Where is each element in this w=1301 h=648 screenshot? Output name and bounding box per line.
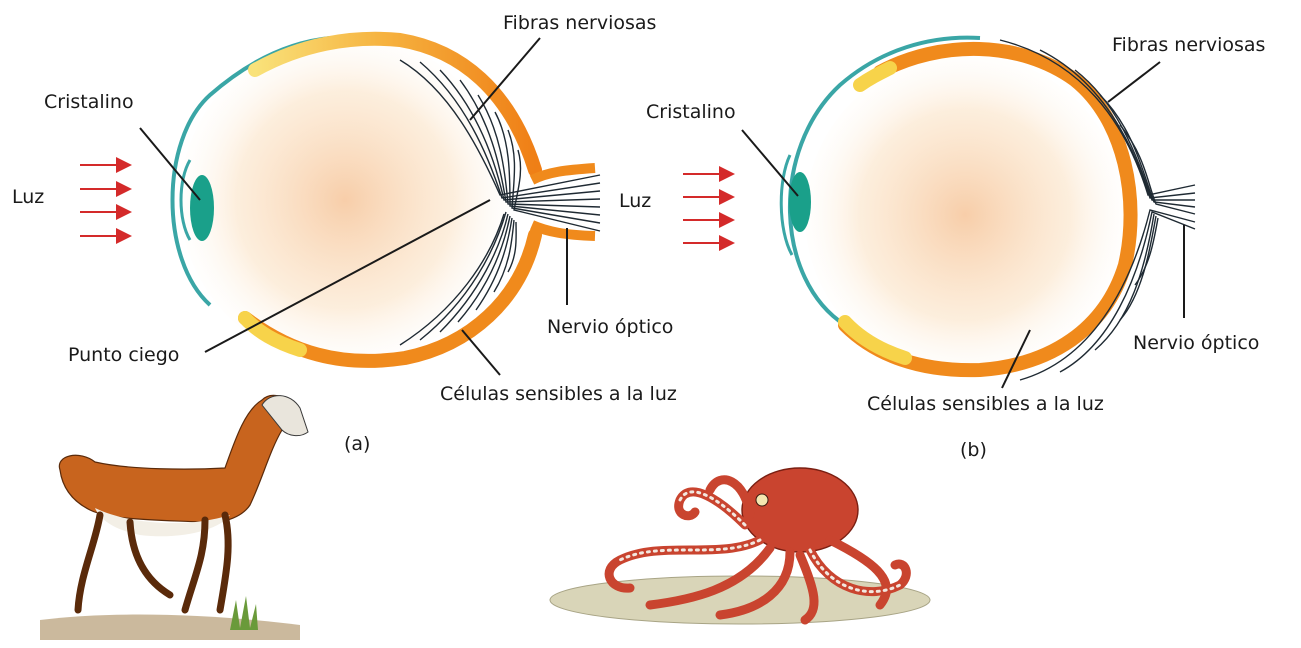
caption-b: (b)	[960, 441, 987, 460]
guanaco-body	[59, 395, 305, 522]
leader-b-lens	[742, 130, 798, 196]
label-a-light: Luz	[12, 188, 44, 207]
label-a-blind-spot: Punto ciego	[68, 346, 179, 365]
octopus-illustration	[550, 468, 930, 624]
label-a-optic-nerve: Nervio óptico	[547, 318, 673, 337]
eye-a-light-arrows	[80, 165, 128, 236]
label-b-lens: Cristalino	[646, 103, 736, 122]
leader-a-photoreceptors	[462, 330, 500, 375]
label-b-fibers: Fibras nerviosas	[1112, 36, 1265, 55]
label-a-photoreceptors: Células sensibles a la luz	[440, 385, 677, 404]
eye-a-vitreous	[180, 35, 510, 365]
eye-b-light-arrows	[683, 174, 731, 243]
label-b-optic-nerve: Nervio óptico	[1133, 334, 1259, 353]
eye-a-lens	[190, 175, 214, 241]
octopus-eye	[756, 494, 768, 506]
caption-a: (a)	[344, 435, 370, 454]
label-a-fibers: Fibras nerviosas	[503, 14, 656, 33]
guanaco-illustration	[40, 395, 308, 640]
label-b-photoreceptors: Células sensibles a la luz	[867, 395, 1104, 414]
label-a-lens: Cristalino	[44, 93, 134, 112]
octopus-rocks	[550, 576, 930, 624]
guanaco-ground	[40, 615, 300, 640]
eye-b-lens	[789, 172, 811, 232]
label-b-light: Luz	[619, 192, 651, 211]
eye-a	[80, 35, 600, 375]
guanaco-grass	[230, 596, 258, 630]
eye-b	[683, 38, 1195, 388]
leader-b-fibers	[1108, 62, 1160, 102]
